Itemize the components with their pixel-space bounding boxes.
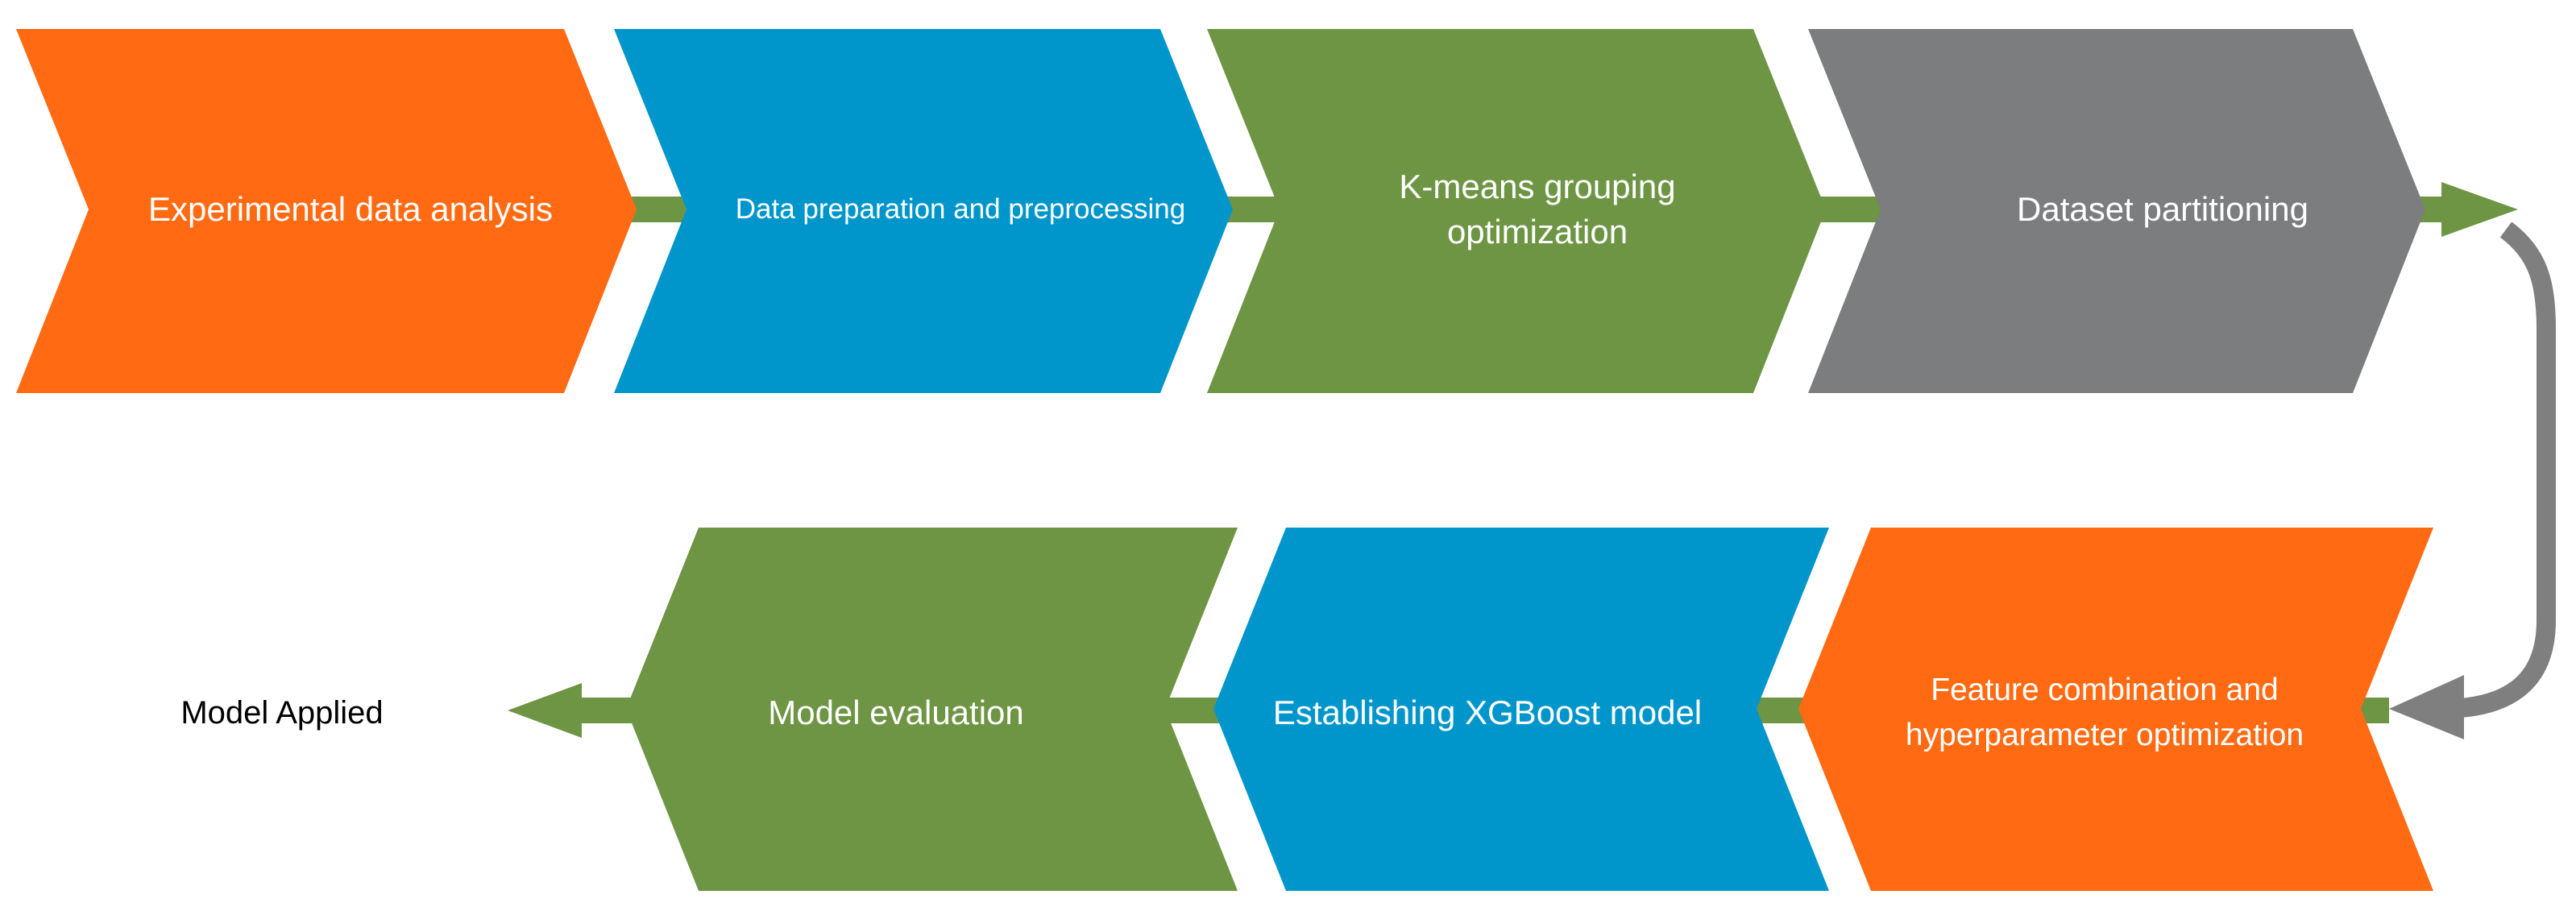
step-label-kmeans-grouping: K-means grouping optimization: [1399, 168, 1676, 251]
step-label-model-evaluation: Model evaluation: [768, 694, 1024, 731]
step-label-data-preparation: Data preparation and preprocessing: [735, 193, 1186, 225]
step-label-feature-hyperparameter: Feature combination and hyperparameter o…: [1905, 673, 2304, 752]
chevron-establishing-xgboost: [1213, 528, 1829, 891]
step-label-dataset-partitioning: Dataset partitioning: [2017, 190, 2308, 228]
return-connector-arrowhead: [2389, 675, 2464, 739]
chevron-kmeans-grouping: [1207, 29, 1826, 393]
chevron-feature-hyperparameter: [1798, 528, 2433, 891]
return-connector: [2441, 222, 2556, 718]
final-label-model-applied: Model Applied: [180, 695, 384, 731]
chevron-data-preparation: [614, 29, 1233, 393]
step-label-experimental-data-analysis: Experimental data analysis: [148, 190, 553, 228]
chevron-dataset-partitioning: [1808, 29, 2425, 393]
chevron-experimental-data-analysis: [16, 29, 637, 393]
step-label-establishing-xgboost: Establishing XGBoost model: [1272, 694, 1703, 731]
bottom-row-arrowhead: [508, 683, 582, 738]
top-row-arrowhead: [2441, 182, 2518, 237]
chevron-model-evaluation: [626, 528, 1238, 891]
